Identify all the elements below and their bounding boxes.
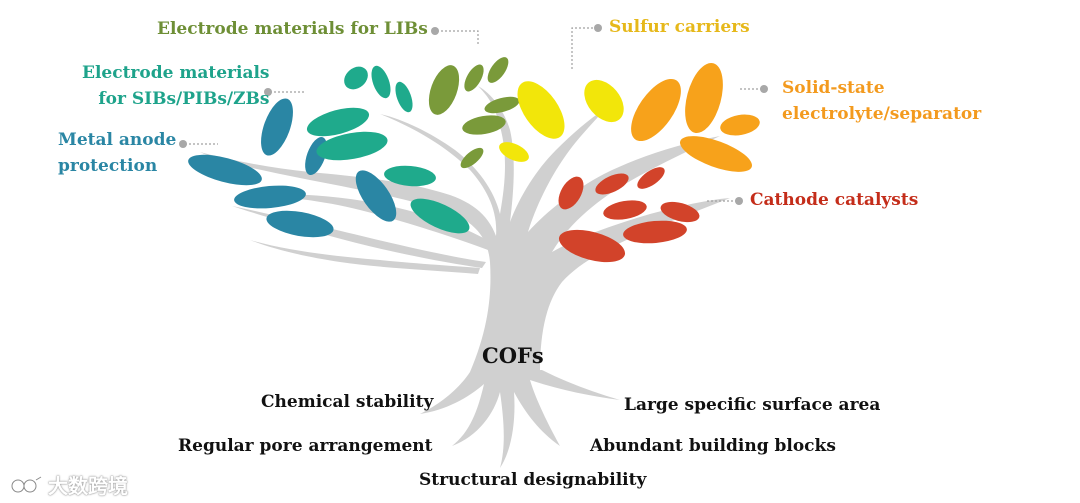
label-sulfur-carriers: Sulfur carriers xyxy=(609,17,750,37)
label-cathode-catalysts: Cathode catalysts xyxy=(750,190,919,210)
watermark-text: 大数跨境 xyxy=(48,474,128,498)
leaves-sulfur xyxy=(499,79,624,162)
label-electrode-sibs: Electrode materials for SIBs/PIBs/ZBs xyxy=(82,63,270,109)
property-chemical-stability: Chemical stability xyxy=(261,392,434,412)
leader-dots xyxy=(179,24,768,205)
watermark: 大数跨境 xyxy=(10,470,128,499)
label-solid-state: Solid-state electrolyte/separator xyxy=(782,78,982,124)
property-abundant-blocks: Abundant building blocks xyxy=(590,436,836,456)
fox-logo-icon xyxy=(10,475,42,493)
cofs-title: COFs xyxy=(482,343,544,368)
property-surface-area: Large specific surface area xyxy=(624,395,881,415)
label-electrode-libs: Electrode materials for LIBs xyxy=(157,19,428,39)
property-regular-pore: Regular pore arrangement xyxy=(178,436,433,456)
leaves-libs xyxy=(428,57,520,169)
property-structural-designability: Structural designability xyxy=(419,470,647,490)
leaves-cathode-catalysts xyxy=(558,167,700,263)
leader-lines xyxy=(185,27,762,202)
label-metal-anode: Metal anode protection xyxy=(58,130,177,176)
leaves-sibs-pibs-zbs xyxy=(306,65,470,234)
leaves-metal-anode xyxy=(188,98,397,238)
leaves-solid-state xyxy=(631,62,760,172)
